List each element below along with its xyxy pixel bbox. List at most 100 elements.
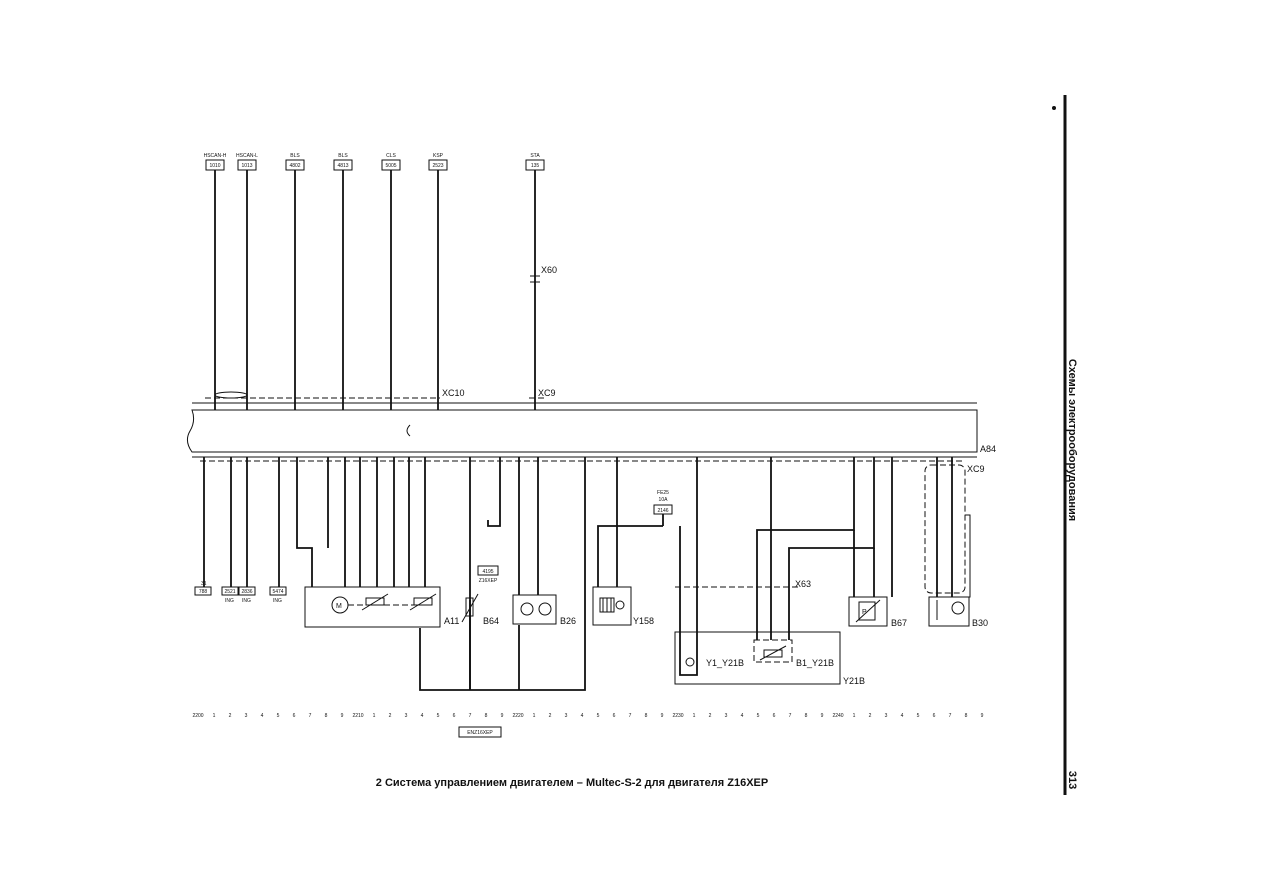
bottom-ref-text: ING [273,598,282,604]
grid-digit: 9 [981,713,984,719]
grid-prefix: 2220 [512,713,523,719]
small-ref-box [477,565,499,576]
grid-digit: 4 [901,713,904,719]
grid-digit: 8 [805,713,808,719]
grid-digit: 6 [933,713,936,719]
grid-digit: 9 [501,713,504,719]
component-label-b67: B67 [891,618,907,628]
top-connector-name: STA [530,153,540,159]
connector-label-xc9-top: XC9 [538,388,556,398]
bottom-ref: 2836 [241,589,252,595]
component-label-a11: A11 [444,616,459,626]
grid-digit: 8 [965,713,968,719]
fuse-rating: 10A [659,497,669,503]
top-connector-name: HSCAN-L [236,153,258,159]
variant-label: ENZ16XEP [467,730,493,736]
fuse-box [653,504,673,515]
variant-box [458,726,502,738]
grid-digit: 9 [821,713,824,719]
component-label-b1-y21b: B1_Y21B [796,658,834,668]
top-connector-ref: 2523 [432,163,443,169]
component-label-y1-y21b: Y1_Y21B [706,658,744,668]
grid-digit: 5 [597,713,600,719]
grid-digit: 7 [789,713,792,719]
grid-digit: 3 [565,713,568,719]
grid-digit: 8 [645,713,648,719]
component-label-y21b: Y21B [843,676,865,686]
grid-digit: 4 [741,713,744,719]
bottom-ref-text: ING [225,598,234,604]
grid-digit: 1 [373,713,376,719]
grid-digit: 1 [213,713,216,719]
side-dot [1052,106,1056,110]
grid-digit: 1 [533,713,536,719]
grid-digit: 3 [245,713,248,719]
top-connector-hscan-l: HSCAN-L 1013 [236,153,258,171]
top-wires [214,170,540,410]
top-connector-ref: 1010 [209,163,220,169]
top-connector-sta: STA 135 [525,153,545,171]
grid-digit: 2 [709,713,712,719]
component-label-b64: B64 [483,616,499,626]
grid-digit: 7 [469,713,472,719]
grid-digit: 1 [693,713,696,719]
top-connector-hscan-h: HSCAN-H 1010 [204,153,227,171]
bottom-ref: 788 [199,589,208,595]
svg-text:M: M [336,603,342,610]
top-connector-bls-1: BLS 4802 [285,153,305,171]
grid-digit: 1 [853,713,856,719]
grid-digit: 2 [229,713,232,719]
grid-digit: 6 [293,713,296,719]
grid-digit: 3 [725,713,728,719]
component-b64 [461,593,479,623]
grid-prefix: 2200 [192,713,203,719]
small-ref-box-label: Z16XEP [479,578,498,584]
top-connector-ksp: KSP 2523 [428,153,448,171]
grid-digit: 7 [949,713,952,719]
side-title: Схемы электрооборудования [1066,359,1078,521]
grid-digit: 5 [437,713,440,719]
grid-digit: 5 [277,713,280,719]
top-connector-cls: CLS 5005 [381,153,401,171]
grid-prefix: 2240 [832,713,843,719]
connector-label-x60: X60 [541,265,557,275]
bottom-ref: 2521 [224,589,235,595]
component-b30 [928,596,970,627]
connector-label-xc9-right: XC9 [967,464,985,474]
grid-digit: 8 [325,713,328,719]
small-ref-box-text: 4195 [482,569,493,575]
bottom-ref: 5474 [272,589,283,595]
component-label-b26: B26 [560,616,576,626]
page-caption: 2 Система управлением двигателем – Multe… [376,777,768,789]
grid-digit: 9 [661,713,664,719]
fuse-ref: 2146 [657,508,668,514]
bottom-ref-text: 31 [201,581,207,587]
top-connector-bls-2: BLS 4813 [333,153,353,171]
grid-digit: 4 [581,713,584,719]
connector-label-xc10: XC10 [442,388,465,398]
grid-digit: 4 [421,713,424,719]
top-connector-name: CLS [386,153,396,159]
component-b26 [512,594,557,625]
component-y158 [592,586,632,626]
grid-digit: 4 [261,713,264,719]
top-connectors: HSCAN-H 1010 HSCAN-L 1013 BLS 4802 BLS 4… [204,153,545,171]
top-connector-ref: 1013 [241,163,252,169]
component-y21b [674,586,841,685]
module-a84 [186,402,978,458]
top-connector-name: HSCAN-H [204,153,227,159]
grid-digit: 9 [341,713,344,719]
grid-digit: 7 [309,713,312,719]
grid-digit: 2 [869,713,872,719]
grid-digit: 2 [549,713,552,719]
grid-digit: 8 [485,713,488,719]
component-a11: M [304,586,441,628]
bottom-refs: 788 31 2521 ING 2836 ING 5474 ING [194,581,287,604]
top-connector-name: BLS [290,153,300,159]
bottom-wires [203,457,971,691]
component-label-b30: B30 [972,618,988,628]
grid-digit: 5 [917,713,920,719]
top-connector-name: KSP [433,153,444,159]
grid-prefix: 2230 [672,713,683,719]
